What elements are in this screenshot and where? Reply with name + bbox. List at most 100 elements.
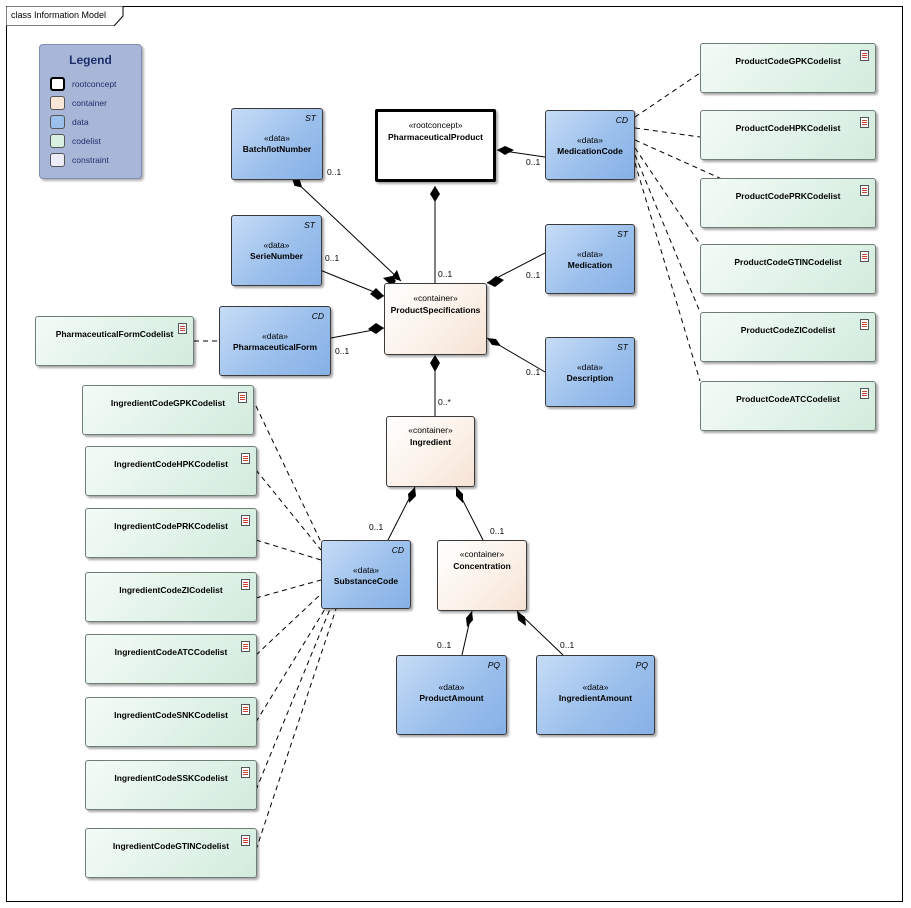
document-icon xyxy=(860,185,869,196)
codelist-ingredient-gtin[interactable]: IngredientCodeGTINCodelist xyxy=(85,828,257,878)
diamond-substance xyxy=(408,487,416,503)
document-icon xyxy=(241,835,250,846)
codelist-ingredient-gpk[interactable]: IngredientCodeGPKCodelist xyxy=(82,385,254,435)
codelist-name: IngredientCodeZICodelist xyxy=(119,585,223,595)
diamond-description xyxy=(487,338,501,346)
codelist-name: ProductCodeGPKCodelist xyxy=(735,56,841,66)
node-ingredient[interactable]: «container» Ingredient xyxy=(386,416,475,487)
legend-swatch xyxy=(50,153,65,167)
type-tag: ST xyxy=(617,342,628,352)
node-name: MedicationCode xyxy=(557,146,623,156)
multiplicity-serie: 0..1 xyxy=(325,253,340,263)
legend-label: rootconcept xyxy=(72,79,117,89)
node-pharmaceutical-product[interactable]: «rootconcept» PharmaceuticalProduct xyxy=(375,109,496,182)
legend-swatch xyxy=(50,77,65,91)
codelist-ingredient-prk[interactable]: IngredientCodePRKCodelist xyxy=(85,508,257,558)
codelist-name: ProductCodeHPKCodelist xyxy=(735,123,841,133)
codelist-ingredient-hpk[interactable]: IngredientCodeHPKCodelist xyxy=(85,446,257,496)
node-name: IngredientAmount xyxy=(558,693,633,703)
node-description[interactable]: ST «data» Description xyxy=(545,337,635,407)
type-tag: CD xyxy=(391,545,404,555)
multiplicity-substance: 0..1 xyxy=(369,522,384,532)
codelist-name: IngredientCodeHPKCodelist xyxy=(114,459,228,469)
diamond-concentration xyxy=(456,487,463,503)
codelist-name: IngredientCodeGTINCodelist xyxy=(112,841,230,851)
multiplicity-concentration: 0..1 xyxy=(490,526,505,536)
legend-label: data xyxy=(72,117,89,127)
node-medication-code[interactable]: CD «data» MedicationCode xyxy=(545,110,635,180)
codelist-product-atc[interactable]: ProductCodeATCCodelist xyxy=(700,381,876,431)
document-icon xyxy=(241,515,250,526)
multiplicity-batch: 0..1 xyxy=(327,167,342,177)
node-stereotype: «data» xyxy=(353,565,379,575)
document-icon xyxy=(178,323,187,334)
diamond-ingredientamount xyxy=(517,611,526,626)
codelist-name: IngredientCodePRKCodelist xyxy=(114,521,228,531)
codelist-product-gtin[interactable]: ProductCodeGTINCodelist xyxy=(700,244,876,294)
node-name: SerieNumber xyxy=(250,251,303,261)
diamond-serie xyxy=(370,288,384,300)
node-product-specifications[interactable]: «container» ProductSpecifications xyxy=(384,283,487,355)
node-name: PharmaceuticalForm xyxy=(232,342,318,352)
node-stereotype: «data» xyxy=(262,331,288,341)
document-icon xyxy=(860,388,869,399)
legend-label: container xyxy=(72,98,107,108)
document-icon xyxy=(241,767,250,778)
node-stereotype: «data» xyxy=(582,682,609,692)
diamond-root xyxy=(430,186,440,202)
codelist-ingredient-ssk[interactable]: IngredientCodeSSKCodelist xyxy=(85,760,257,810)
codelist-name: PharmaceuticalFormCodelist xyxy=(55,329,174,339)
node-medication[interactable]: ST «data» Medication xyxy=(545,224,635,294)
diamond-ingredient xyxy=(430,355,440,372)
multiplicity-form: 0..1 xyxy=(335,346,350,356)
node-stereotype: «data» xyxy=(577,135,603,145)
legend-swatch xyxy=(50,134,65,148)
codelist-product-gpk[interactable]: ProductCodeGPKCodelist xyxy=(700,43,876,93)
node-product-amount[interactable]: PQ «data» ProductAmount xyxy=(396,655,507,735)
multiplicity-medcode: 0..1 xyxy=(526,157,541,167)
node-serie-number[interactable]: ST «data» SerieNumber xyxy=(231,215,322,286)
diagram-frame xyxy=(6,6,903,902)
codelist-name: ProductCodeZICodelist xyxy=(740,325,836,335)
document-icon xyxy=(241,453,250,464)
node-stereotype: «data» xyxy=(264,133,290,143)
node-stereotype: «data» xyxy=(263,240,290,250)
codelist-product-hpk[interactable]: ProductCodeHPKCodelist xyxy=(700,110,876,160)
node-ingredient-amount[interactable]: PQ «data» IngredientAmount xyxy=(536,655,655,735)
document-icon xyxy=(241,704,250,715)
node-name: ProductAmount xyxy=(419,693,484,703)
codelist-name: ProductCodeATCCodelist xyxy=(736,394,840,404)
composition-diamonds xyxy=(368,146,526,627)
type-tag: ST xyxy=(617,229,628,239)
multiplicity-ingredient: 0..* xyxy=(438,397,451,407)
type-tag: PQ xyxy=(635,660,648,670)
node-stereotype: «data» xyxy=(577,249,603,259)
legend-swatch xyxy=(50,96,65,110)
codelist-pharmaceutical-form[interactable]: PharmaceuticalFormCodelist xyxy=(35,316,194,366)
diamond-form xyxy=(368,323,384,334)
diamond-productamount xyxy=(466,611,473,627)
codelist-name: ProductCodePRKCodelist xyxy=(735,191,841,201)
type-tag: CD xyxy=(311,311,324,321)
diamond-medcode xyxy=(497,146,514,155)
node-name: Medication xyxy=(567,260,613,270)
node-name: Batch/lotNumber xyxy=(242,144,312,154)
frame-tab xyxy=(6,6,124,26)
node-concentration[interactable]: «container» Concentration xyxy=(437,540,527,611)
type-tag: CD xyxy=(615,115,628,125)
node-name: PharmaceuticalProduct xyxy=(388,132,483,142)
codelist-product-prk[interactable]: ProductCodePRKCodelist xyxy=(700,178,876,228)
codelist-ingredient-snk[interactable]: IngredientCodeSNKCodelist xyxy=(85,697,257,747)
multiplicity-prodspec: 0..1 xyxy=(438,269,453,279)
node-substance-code[interactable]: CD «data» SubstanceCode xyxy=(321,540,411,609)
codelist-ingredient-atc[interactable]: IngredientCodeATCCodelist xyxy=(85,634,257,684)
codelist-name: IngredientCodeSNKCodelist xyxy=(114,710,228,720)
codelist-ingredient-zi[interactable]: IngredientCodeZICodelist xyxy=(85,572,257,622)
node-batch-lot-number[interactable]: ST «data» Batch/lotNumber xyxy=(231,108,323,180)
node-pharmaceutical-form[interactable]: CD «data» PharmaceuticalForm xyxy=(219,306,331,376)
document-icon xyxy=(860,251,869,262)
codelist-name: IngredientCodeGPKCodelist xyxy=(110,398,226,408)
codelist-product-zi[interactable]: ProductCodeZICodelist xyxy=(700,312,876,362)
node-stereotype: «container» xyxy=(408,425,453,435)
